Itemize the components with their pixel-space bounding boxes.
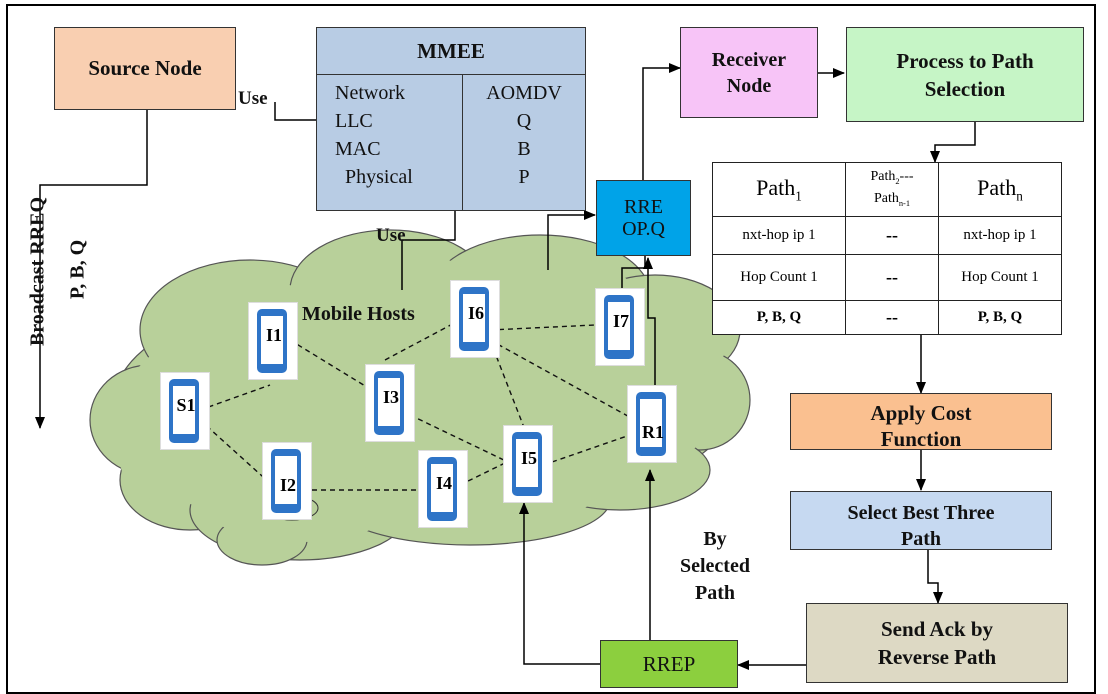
path-col3-header: Pathn <box>938 162 1062 217</box>
process-path-box: Process to Path Selection <box>846 27 1084 122</box>
source-mmee-link <box>274 102 318 121</box>
mmee-layer-mac: MAC <box>335 138 381 160</box>
node-r1: R1 <box>627 385 677 463</box>
rreq-box: RRE OP.Q <box>596 180 691 256</box>
mmee-protocol-column: AOMDV Q B P <box>462 75 585 210</box>
rrep-label: RREP <box>642 651 696 676</box>
pathmid-next-hop: -- <box>845 216 939 255</box>
apply-cost-box: Apply Cost Function <box>790 393 1052 450</box>
rreq-receiver-arrow <box>642 63 681 180</box>
node-i6: I6 <box>450 280 500 358</box>
broadcast-arrow <box>35 110 148 429</box>
select-line2: Path <box>901 528 941 550</box>
path1-next-hop: nxt-hop ip 1 <box>712 216 846 255</box>
source-node-label: Source Node <box>88 56 202 80</box>
node-i4: I4 <box>418 450 468 528</box>
path-col2-header: Path2---Pathn-1 <box>845 162 939 217</box>
node-links <box>199 319 636 491</box>
send-ack-box: Send Ack by Reverse Path <box>806 603 1068 683</box>
pathmid-hop-count: -- <box>845 254 939 301</box>
send-line1: Send Ack by <box>880 617 994 641</box>
node-i1: I1 <box>248 302 298 380</box>
node-i2: I2 <box>262 442 312 520</box>
mmee-protocol-b: B <box>517 138 531 160</box>
select-best-box: Select Best Three Path <box>790 491 1052 550</box>
path1-hop-count: Hop Count 1 <box>712 254 846 301</box>
rrep-i5-arrow <box>519 502 600 665</box>
node-i7: I7 <box>595 288 645 366</box>
mobile-hosts-label: Mobile Hosts <box>302 303 415 325</box>
source-node-box: Source Node <box>54 27 236 110</box>
receiver-node-box: Receiver Node <box>680 27 818 118</box>
node-s1: S1 <box>160 372 210 450</box>
mmee-cloud-link <box>401 210 456 290</box>
pathmid-params: -- <box>845 300 939 335</box>
mmee-layer-network: Network <box>335 82 405 104</box>
receiver-line1: Receiver <box>711 48 787 71</box>
select-send-arrow <box>927 550 943 604</box>
node-i5: I5 <box>503 425 553 503</box>
send-line2: Reverse Path <box>877 645 997 669</box>
mmee-layer-llc: LLC <box>335 110 373 132</box>
r1-rreq-arrow <box>643 257 656 388</box>
process-line1: Process to Path <box>896 48 1034 73</box>
process-table-arrow <box>930 122 976 163</box>
pathn-next-hop: nxt-hop ip 1 <box>938 216 1062 255</box>
rreq-line1: RRE <box>624 196 663 218</box>
mmee-protocol-q: Q <box>516 110 532 132</box>
pathn-params: P, B, Q <box>938 300 1062 335</box>
rrep-box: RREP <box>600 640 738 688</box>
mmee-box: MMEE Network LLC MAC Physical AOMDV Q B … <box>316 27 586 211</box>
path-table: Path1 Path2---Pathn-1 Pathn nxt-hop ip 1… <box>712 162 1062 335</box>
apply-line2: Function <box>880 427 962 450</box>
rreq-line2: OP.Q <box>622 218 665 240</box>
mmee-protocol-p: P <box>518 166 530 188</box>
path-col1-header: Path1 <box>712 162 846 217</box>
by-selected-path-label: By Selected Path <box>680 528 750 604</box>
use-label-bottom: Use <box>376 225 406 246</box>
process-line2: Selection <box>924 76 1006 101</box>
receiver-line2: Node <box>726 74 772 97</box>
apply-line1: Apply Cost <box>870 401 972 425</box>
mmee-layer-physical: Physical <box>345 166 413 188</box>
node-i3: I3 <box>365 364 415 442</box>
broadcast-params-label: P, B, Q <box>66 239 89 300</box>
cloud-rreq-arrow <box>547 210 596 270</box>
mmee-layer-column: Network LLC MAC Physical <box>317 75 462 210</box>
path1-params: P, B, Q <box>712 300 846 335</box>
mmee-protocol-aomdv: AOMDV <box>486 82 562 104</box>
select-line1: Select Best Three <box>847 502 995 524</box>
use-label-top: Use <box>238 88 268 109</box>
mmee-title: MMEE <box>317 28 585 75</box>
pathn-hop-count: Hop Count 1 <box>938 254 1062 301</box>
broadcast-rreq-label: Broadcast RREQ <box>26 196 49 347</box>
